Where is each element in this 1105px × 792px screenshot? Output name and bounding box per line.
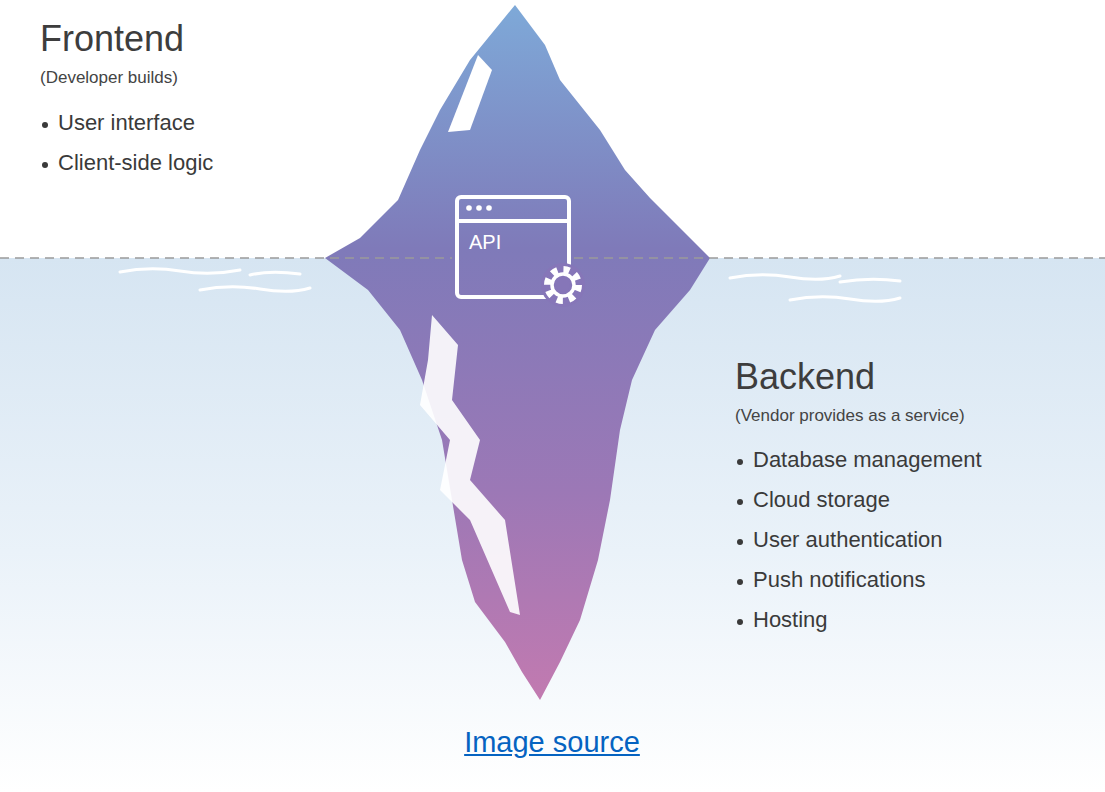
bullet-dot (42, 122, 48, 128)
bullet-item: Hosting (753, 607, 828, 632)
bullet-dot (737, 579, 743, 585)
section-subtitle: (Vendor provides as a service) (735, 406, 965, 426)
section-subtitle: (Developer builds) (40, 68, 178, 88)
caption-link: Image source (464, 726, 640, 759)
bullet-dot (42, 162, 48, 168)
bullet-item: User authentication (753, 527, 943, 552)
bullet-dot (737, 499, 743, 505)
bullet-item: Client-side logic (58, 150, 213, 175)
bullet-item: Database management (753, 447, 982, 472)
bullet-dot (737, 539, 743, 545)
bullet-dot (737, 459, 743, 465)
ice-crack (420, 315, 520, 615)
section-heading: Frontend (40, 18, 184, 59)
iceberg (325, 5, 710, 700)
section-heading: Backend (735, 356, 875, 397)
icon-label: API (469, 231, 501, 254)
bullet-item: Push notifications (753, 567, 925, 592)
ice-highlight (448, 55, 492, 132)
bullet-item: User interface (58, 110, 195, 135)
bullet-item: Cloud storage (753, 487, 890, 512)
water-line (0, 257, 1105, 259)
bullet-dot (737, 619, 743, 625)
api-window-icon: API (455, 195, 571, 299)
